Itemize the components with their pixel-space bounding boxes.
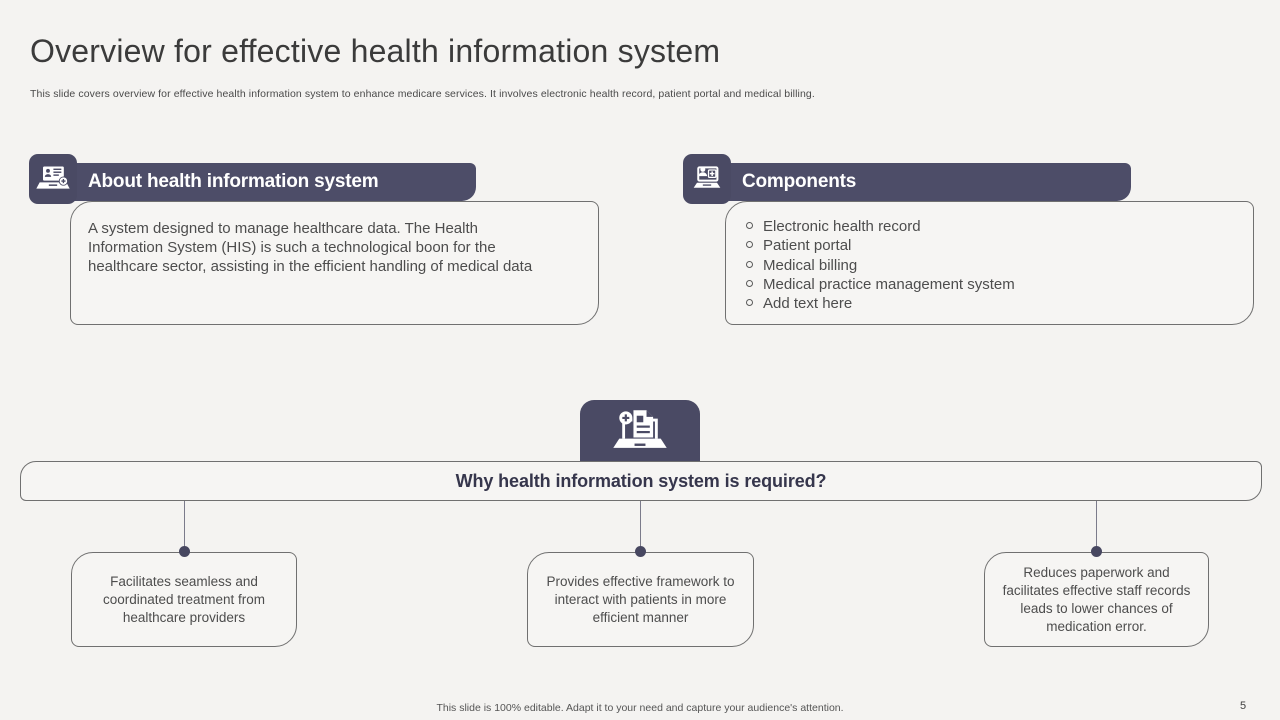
about-body-text: A system designed to manage healthcare d…: [88, 220, 533, 275]
connector-line: [640, 501, 641, 552]
patient-monitor-icon: [683, 154, 731, 204]
list-item: Patient portal: [746, 236, 1233, 255]
why-box-2: Provides effective framework to interact…: [527, 552, 754, 647]
page-subtitle: This slide covers overview for effective…: [30, 88, 815, 100]
circle-bullet-icon: [746, 241, 753, 249]
why-box-3-text: Reduces paperwork and facilitates effect…: [1002, 564, 1191, 634]
why-box-1: Facilitates seamless and coordinated tre…: [71, 552, 297, 647]
connector-dot: [179, 546, 190, 557]
list-item: Add text here: [746, 294, 1233, 313]
about-header: About health information system: [74, 163, 476, 201]
components-header: Components: [728, 163, 1131, 201]
list-item: Electronic health record: [746, 217, 1233, 236]
why-question-label: Why health information system is require…: [455, 470, 827, 491]
connector-dot: [1091, 546, 1102, 557]
why-box-1-text: Facilitates seamless and coordinated tre…: [102, 573, 266, 625]
circle-bullet-icon: [746, 260, 753, 268]
about-body-box: A system designed to manage healthcare d…: [70, 201, 599, 325]
circle-bullet-icon: [746, 299, 753, 307]
components-box: Electronic health record Patient portal …: [725, 201, 1254, 325]
list-item: Medical practice management system: [746, 275, 1233, 294]
page-number: 5: [1240, 700, 1247, 712]
components-header-label: Components: [742, 171, 857, 192]
connector-line: [184, 501, 185, 552]
connector-dot: [635, 546, 646, 557]
list-item: Medical billing: [746, 256, 1233, 275]
footer-note: This slide is 100% editable. Adapt it to…: [436, 702, 844, 714]
why-question-bar: Why health information system is require…: [20, 461, 1262, 501]
circle-bullet-icon: [746, 279, 753, 287]
why-box-2-text: Provides effective framework to interact…: [546, 573, 735, 625]
components-list: Electronic health record Patient portal …: [726, 202, 1253, 313]
connector-line: [1096, 501, 1097, 552]
about-header-label: About health information system: [88, 171, 379, 192]
medical-report-laptop-icon: [580, 400, 700, 461]
why-box-3: Reduces paperwork and facilitates effect…: [984, 552, 1209, 647]
laptop-health-record-icon: [29, 154, 77, 204]
page-title: Overview for effective health informatio…: [30, 33, 721, 69]
circle-bullet-icon: [746, 222, 753, 229]
